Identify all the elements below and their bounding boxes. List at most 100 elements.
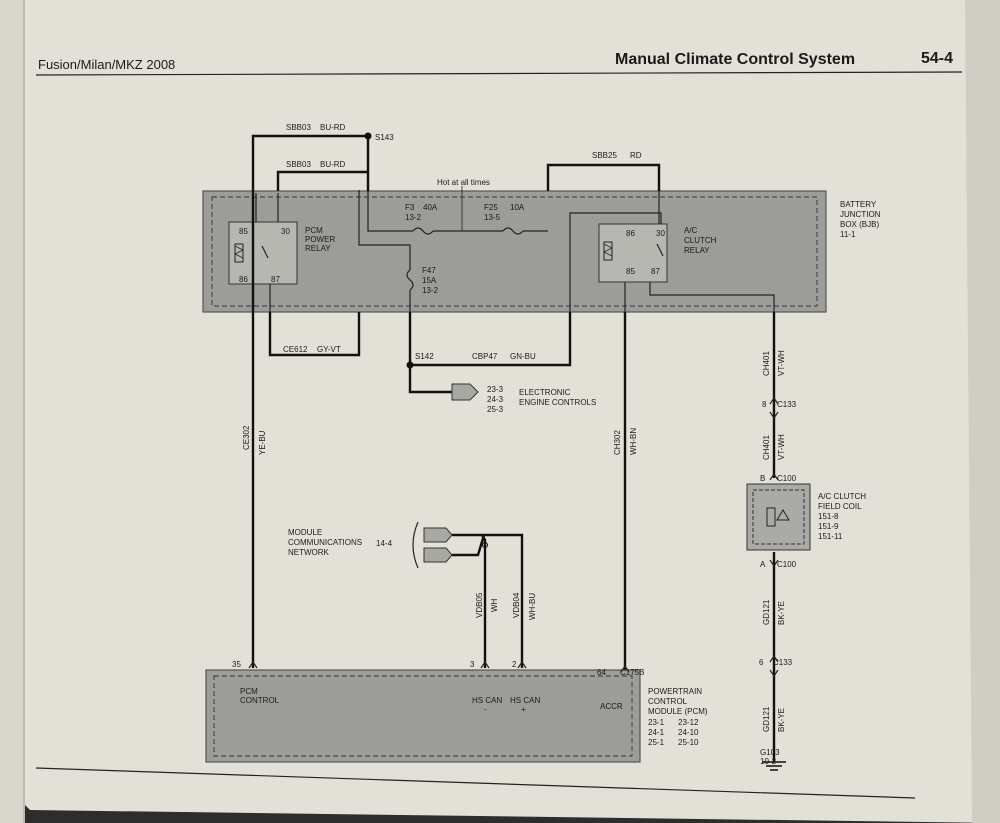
svg-text:NETWORK: NETWORK	[288, 548, 330, 557]
svg-text:CONTROL: CONTROL	[648, 697, 688, 706]
svg-text:RELAY: RELAY	[305, 244, 331, 253]
svg-text:GD121: GD121	[762, 599, 771, 625]
svg-text:MODULE (PCM): MODULE (PCM)	[648, 707, 708, 716]
svg-text:13-2: 13-2	[422, 286, 439, 295]
svg-text:CONTROL: CONTROL	[240, 696, 280, 705]
svg-text:CH302: CH302	[613, 430, 622, 455]
connector-c133-icon	[769, 654, 779, 678]
svg-text:WH-BN: WH-BN	[629, 428, 638, 455]
wire-sbb25	[546, 163, 661, 191]
svg-text:C133: C133	[773, 658, 793, 667]
svg-text:C100: C100	[777, 560, 797, 569]
svg-text:+: +	[521, 705, 526, 714]
svg-text:151-11: 151-11	[818, 532, 843, 541]
svg-text:A/C CLUTCH: A/C CLUTCH	[818, 492, 866, 501]
svg-text:3: 3	[470, 660, 475, 669]
wire-ce612	[268, 312, 361, 357]
pcm-power-relay	[228, 221, 298, 285]
svg-text:WH: WH	[490, 598, 499, 612]
hs-can-connector-icon	[423, 547, 453, 563]
svg-text:A/C: A/C	[684, 226, 698, 235]
ground-icon	[762, 761, 786, 771]
ac-clutch-relay	[598, 223, 668, 283]
svg-text:RD: RD	[630, 151, 642, 160]
svg-text:13-2: 13-2	[405, 213, 422, 222]
svg-text:C175B: C175B	[620, 668, 644, 677]
relay-coil-icon	[234, 243, 244, 263]
bjb-label-1: BATTERY	[840, 200, 877, 209]
svg-text:POWERTRAIN: POWERTRAIN	[648, 687, 702, 696]
svg-text:PCM: PCM	[305, 226, 323, 235]
svg-text:86: 86	[626, 229, 635, 238]
svg-text:SBB25: SBB25	[592, 151, 617, 160]
svg-text:VT-WH: VT-WH	[777, 350, 786, 376]
svg-text:14-4: 14-4	[376, 539, 393, 548]
svg-text:FIELD COIL: FIELD COIL	[818, 502, 862, 511]
svg-text:35: 35	[232, 660, 241, 669]
svg-text:S142: S142	[415, 352, 434, 361]
svg-text:BK-YE: BK-YE	[777, 601, 786, 625]
eec-connector-icon	[451, 383, 479, 401]
svg-text:30: 30	[656, 229, 665, 238]
svg-text:87: 87	[651, 267, 660, 276]
svg-text:C133: C133	[777, 400, 797, 409]
svg-text:BU-RD: BU-RD	[320, 160, 346, 169]
relay-switch-icon	[261, 245, 269, 259]
svg-text:VDB04: VDB04	[512, 592, 521, 618]
svg-text:ENGINE CONTROLS: ENGINE CONTROLS	[519, 398, 596, 407]
fuse-f47-symbol	[406, 269, 414, 291]
svg-text:VDB05: VDB05	[475, 592, 484, 618]
wire-s142-eec	[408, 312, 452, 394]
pcm-pin-arrow-icon	[248, 660, 630, 673]
svg-text:24-3: 24-3	[487, 395, 504, 404]
svg-text:23-1: 23-1	[648, 718, 665, 727]
bjb-label-3: BOX (BJB)	[840, 220, 879, 229]
connector-c133-icon	[769, 396, 779, 420]
svg-text:VT-WH: VT-WH	[777, 434, 786, 460]
bjb-label-4: 11-1	[840, 230, 856, 239]
svg-text:CE302: CE302	[242, 425, 251, 450]
svg-text:BU-RD: BU-RD	[320, 123, 346, 132]
svg-text:ELECTRONIC: ELECTRONIC	[519, 388, 571, 397]
svg-text:B: B	[760, 474, 765, 483]
svg-text:F47: F47	[422, 266, 436, 275]
svg-text:40A: 40A	[423, 203, 438, 212]
footer-rule	[35, 767, 916, 799]
fuse-f3-symbol	[412, 227, 434, 235]
page-spine	[0, 0, 24, 823]
svg-text:-: -	[484, 705, 487, 714]
wire-cbp47	[410, 312, 572, 367]
svg-text:HS CAN: HS CAN	[510, 696, 540, 705]
svg-text:6: 6	[759, 658, 764, 667]
svg-text:23-3: 23-3	[487, 385, 504, 394]
svg-text:ACCR: ACCR	[600, 702, 623, 711]
svg-text:WH-BU: WH-BU	[528, 593, 537, 620]
hs-can-connector-icon	[423, 527, 453, 543]
svg-text:23-12: 23-12	[678, 718, 699, 727]
vehicle-model-header: Fusion/Milan/MKZ 2008	[38, 57, 175, 72]
hot-at-all-times: Hot at all times	[437, 178, 490, 187]
page-number: 54-4	[921, 50, 953, 67]
svg-text:A: A	[760, 560, 766, 569]
bjb-label-2: JUNCTION	[840, 210, 881, 219]
svg-text:CLUTCH: CLUTCH	[684, 236, 717, 245]
svg-text:C100: C100	[777, 474, 797, 483]
svg-text:25-3: 25-3	[487, 405, 504, 414]
svg-text:13-5: 13-5	[484, 213, 501, 222]
svg-text:F3: F3	[405, 203, 415, 212]
svg-text:CBP47: CBP47	[472, 352, 498, 361]
svg-text:85: 85	[626, 267, 635, 276]
svg-text:151-8: 151-8	[818, 512, 839, 521]
svg-text:85: 85	[239, 227, 248, 236]
diode-icon	[776, 509, 790, 521]
battery-junction-box	[202, 190, 827, 313]
svg-text:64: 64	[597, 668, 606, 677]
svg-text:25-10: 25-10	[678, 738, 699, 747]
svg-text:30: 30	[281, 227, 290, 236]
svg-text:10A: 10A	[510, 203, 525, 212]
svg-text:F25: F25	[484, 203, 498, 212]
coil-icon	[766, 507, 776, 527]
page-title: Manual Climate Control System	[615, 51, 855, 68]
relay-coil-icon	[603, 241, 613, 261]
